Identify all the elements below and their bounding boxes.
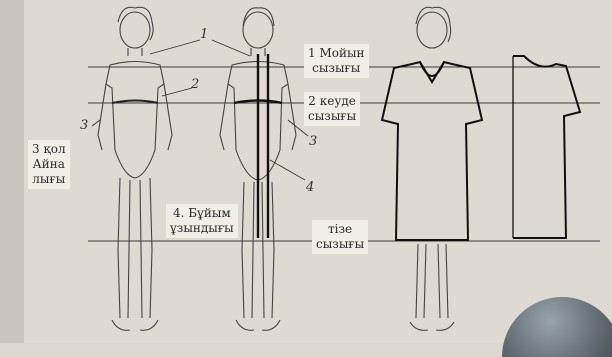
dress-pattern-outline [513,56,580,238]
chest-line-label: 2 кеуде сызығы [304,92,360,126]
figure-front-bodysuit [98,7,172,330]
diagram-page: 1 Мойын сызығы 2 кеуде сызығы 3 қол Айна… [0,0,612,343]
marker-3-left: 3 [80,118,88,133]
marker-4: 4 [306,180,314,195]
figure-dress [410,7,454,330]
marker-3-right: 3 [309,134,317,149]
marker-1: 1 [200,27,208,42]
marker-2: 2 [191,77,199,92]
length-label: 4. Бұйым ұзындығы [166,204,238,238]
neck-line-label: 1 Мойын сызығы [304,44,369,78]
knee-line-label: тізе сызығы [312,220,368,254]
dress-front-outline [382,62,482,240]
armhole-label: 3 қол Айна лығы [28,140,70,189]
